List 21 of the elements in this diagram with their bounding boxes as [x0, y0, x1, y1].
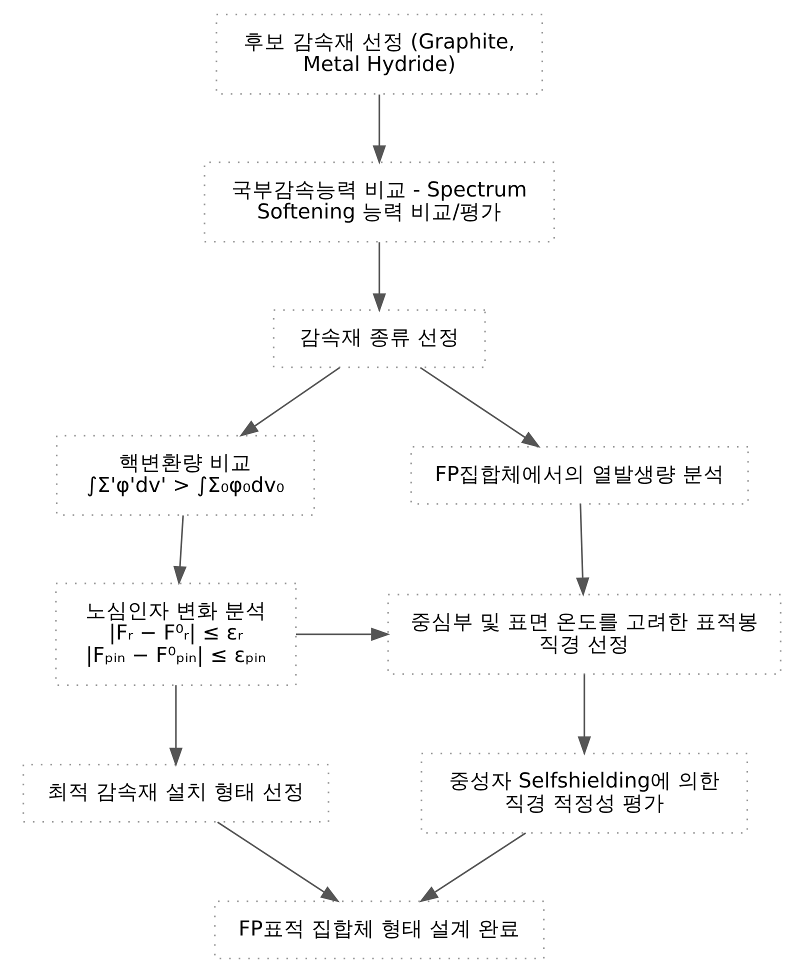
arrow — [216, 821, 340, 902]
node-box: 감속재 종류 선정 — [272, 309, 486, 368]
arrow — [168, 685, 182, 767]
node-box: 최적 감속재 설치 형태 선정 — [22, 764, 329, 823]
arrow — [577, 674, 591, 756]
arrow — [372, 94, 386, 164]
node-box: 후보 감속재 선정 (Graphite, Metal Hydride) — [215, 14, 543, 95]
node-box: 핵변환량 비교 ∫Σ'φ'dv' > ∫Σ₀φ₀dv₀ — [55, 434, 314, 516]
arrow — [238, 366, 340, 437]
arrow — [419, 366, 540, 448]
node-box: 노심인자 변화 분석 |Fᵣ − F⁰ᵣ| ≤ εᵣ |Fₚᵢₙ − F⁰ₚᵢₙ| ≤ εₚᵢₙ — [54, 582, 296, 686]
node-box: FP표적 집합체 형태 설계 완료 — [214, 900, 544, 960]
node-box: 중성자 Selfshielding에 의한 직경 적정성 평가 — [420, 752, 748, 834]
arrow — [172, 515, 186, 586]
node-box: 중심부 및 표면 온도를 고려한 표적봉 직경 선정 — [386, 594, 781, 675]
arrow — [372, 242, 386, 312]
arrow — [418, 832, 526, 902]
node-box: FP집합체에서의 열발생량 분석 — [410, 446, 748, 505]
node-box: 국부감속능력 비교 - Spectrum Softening 능력 비교/평가 — [203, 162, 554, 243]
arrow — [295, 628, 390, 641]
arrow — [575, 504, 589, 597]
